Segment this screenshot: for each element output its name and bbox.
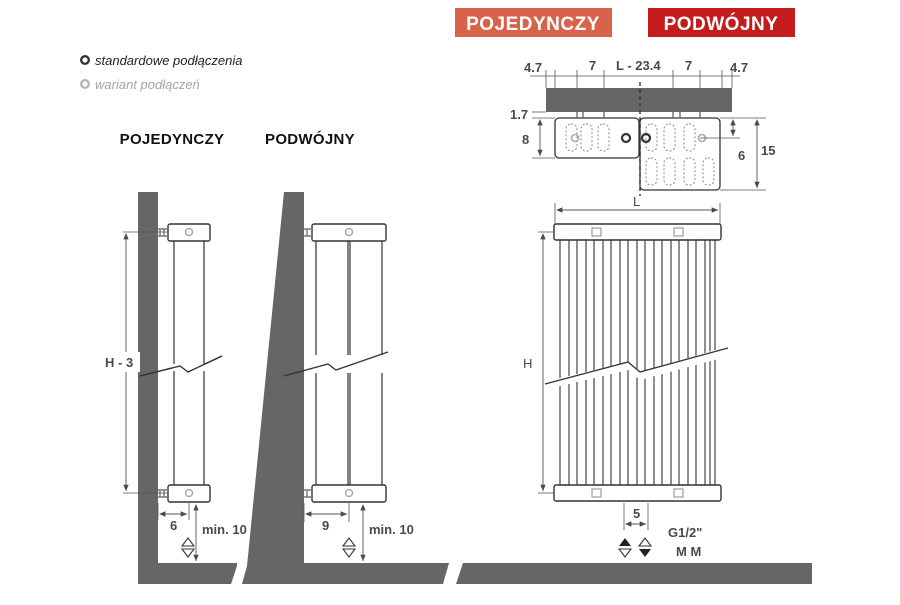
radiator-header-top-single [167,223,211,242]
wall-bracket-icon [158,228,168,237]
connection-icon [184,488,194,498]
flow-down-filled-icon [639,549,651,557]
radiator-header-bottom-single [167,484,211,503]
wall-double [242,192,449,584]
front-header-bottom [553,484,722,502]
dim-6-top: 6 [738,148,745,163]
dim-15: 15 [761,143,775,158]
standard-connection-icon [79,55,90,66]
connection-icon [344,488,354,498]
flow-down-icon [617,548,633,558]
dim-4-7-right: 4.7 [730,60,748,75]
radiator-column [644,239,655,486]
side-view-single: POJEDYNCZY H - 3 6 min. 10 [105,131,247,584]
connection-icon [344,227,354,237]
dim-height-H: H [523,356,532,371]
variant-connection-icon [570,133,580,143]
dim-min-clearance-single: min. 10 [202,522,247,537]
dim-width-L: L [633,194,640,209]
flow-down-icon [180,548,196,558]
badge-double-bg [648,8,795,37]
front-view: L H 5 [520,194,729,559]
side-view-double: PODWÓJNY 9 min. 10 [242,130,449,584]
radiator-column [709,239,716,486]
legend-variant-label: wariant podłączeń [95,77,200,92]
dim-thread-type: M M [676,544,701,559]
radiator-header-top-double [311,223,387,242]
variant-connection-icon [79,78,90,89]
radiator-column [559,239,570,486]
badge-single: POJEDYNCZY [466,14,600,35]
floor-right [456,563,812,584]
break-line [283,351,389,377]
dim-1-7: 1.7 [510,107,528,122]
wall-bracket-icon [158,489,168,498]
dim-8: 8 [522,132,529,147]
legend: standardowe podłączenia wariant podłącze… [79,53,242,92]
dim-7-right: 7 [685,58,692,73]
wall-single [138,192,237,584]
connection-icon [184,227,194,237]
radiator-column [593,239,604,486]
flow-down-icon [341,548,357,558]
wall-bracket-icon [304,489,312,498]
legend-standard-label: standardowe podłączenia [95,53,242,68]
radiator-column [661,239,672,486]
side-view-double-title: PODWÓJNY [265,130,355,148]
flow-up-icon [341,537,357,547]
flow-up-icon [637,537,653,547]
side-view-single-title: POJEDYNCZY [120,131,225,148]
dim-7-left: 7 [589,58,596,73]
badge-single-bg [455,8,612,37]
front-header-top [553,223,722,241]
radiator-column [610,239,621,486]
dim-offset-double: 9 [322,518,329,533]
dim-pipe-5: 5 [633,506,640,521]
top-view-single-body [554,117,640,159]
dim-l-minus: L - 23.4 [616,58,661,73]
badge-double: PODWÓJNY [664,13,779,35]
flow-up-filled-icon [619,538,631,546]
wall-bracket-icon [304,228,312,237]
radiator-header-bottom-double [311,484,387,503]
dim-min-clearance-double: min. 10 [369,522,414,537]
flow-up-icon [180,537,196,547]
dim-offset-single: 6 [170,518,177,533]
break-line [544,347,729,385]
dim-4-7-left: 4.7 [524,60,542,75]
dim-thread: G1/2" [668,525,702,540]
top-view: 4.7 7 L - 23.4 7 4.7 1.7 8 6 15 [510,58,775,196]
standard-connection-icon [640,132,652,144]
radiator-column-single [173,239,205,487]
top-view-wall [546,88,732,112]
dim-h-minus-3: H - 3 [105,355,133,370]
radiator-column [576,239,587,486]
top-view-double-body [639,117,721,191]
standard-connection-icon [620,132,632,144]
